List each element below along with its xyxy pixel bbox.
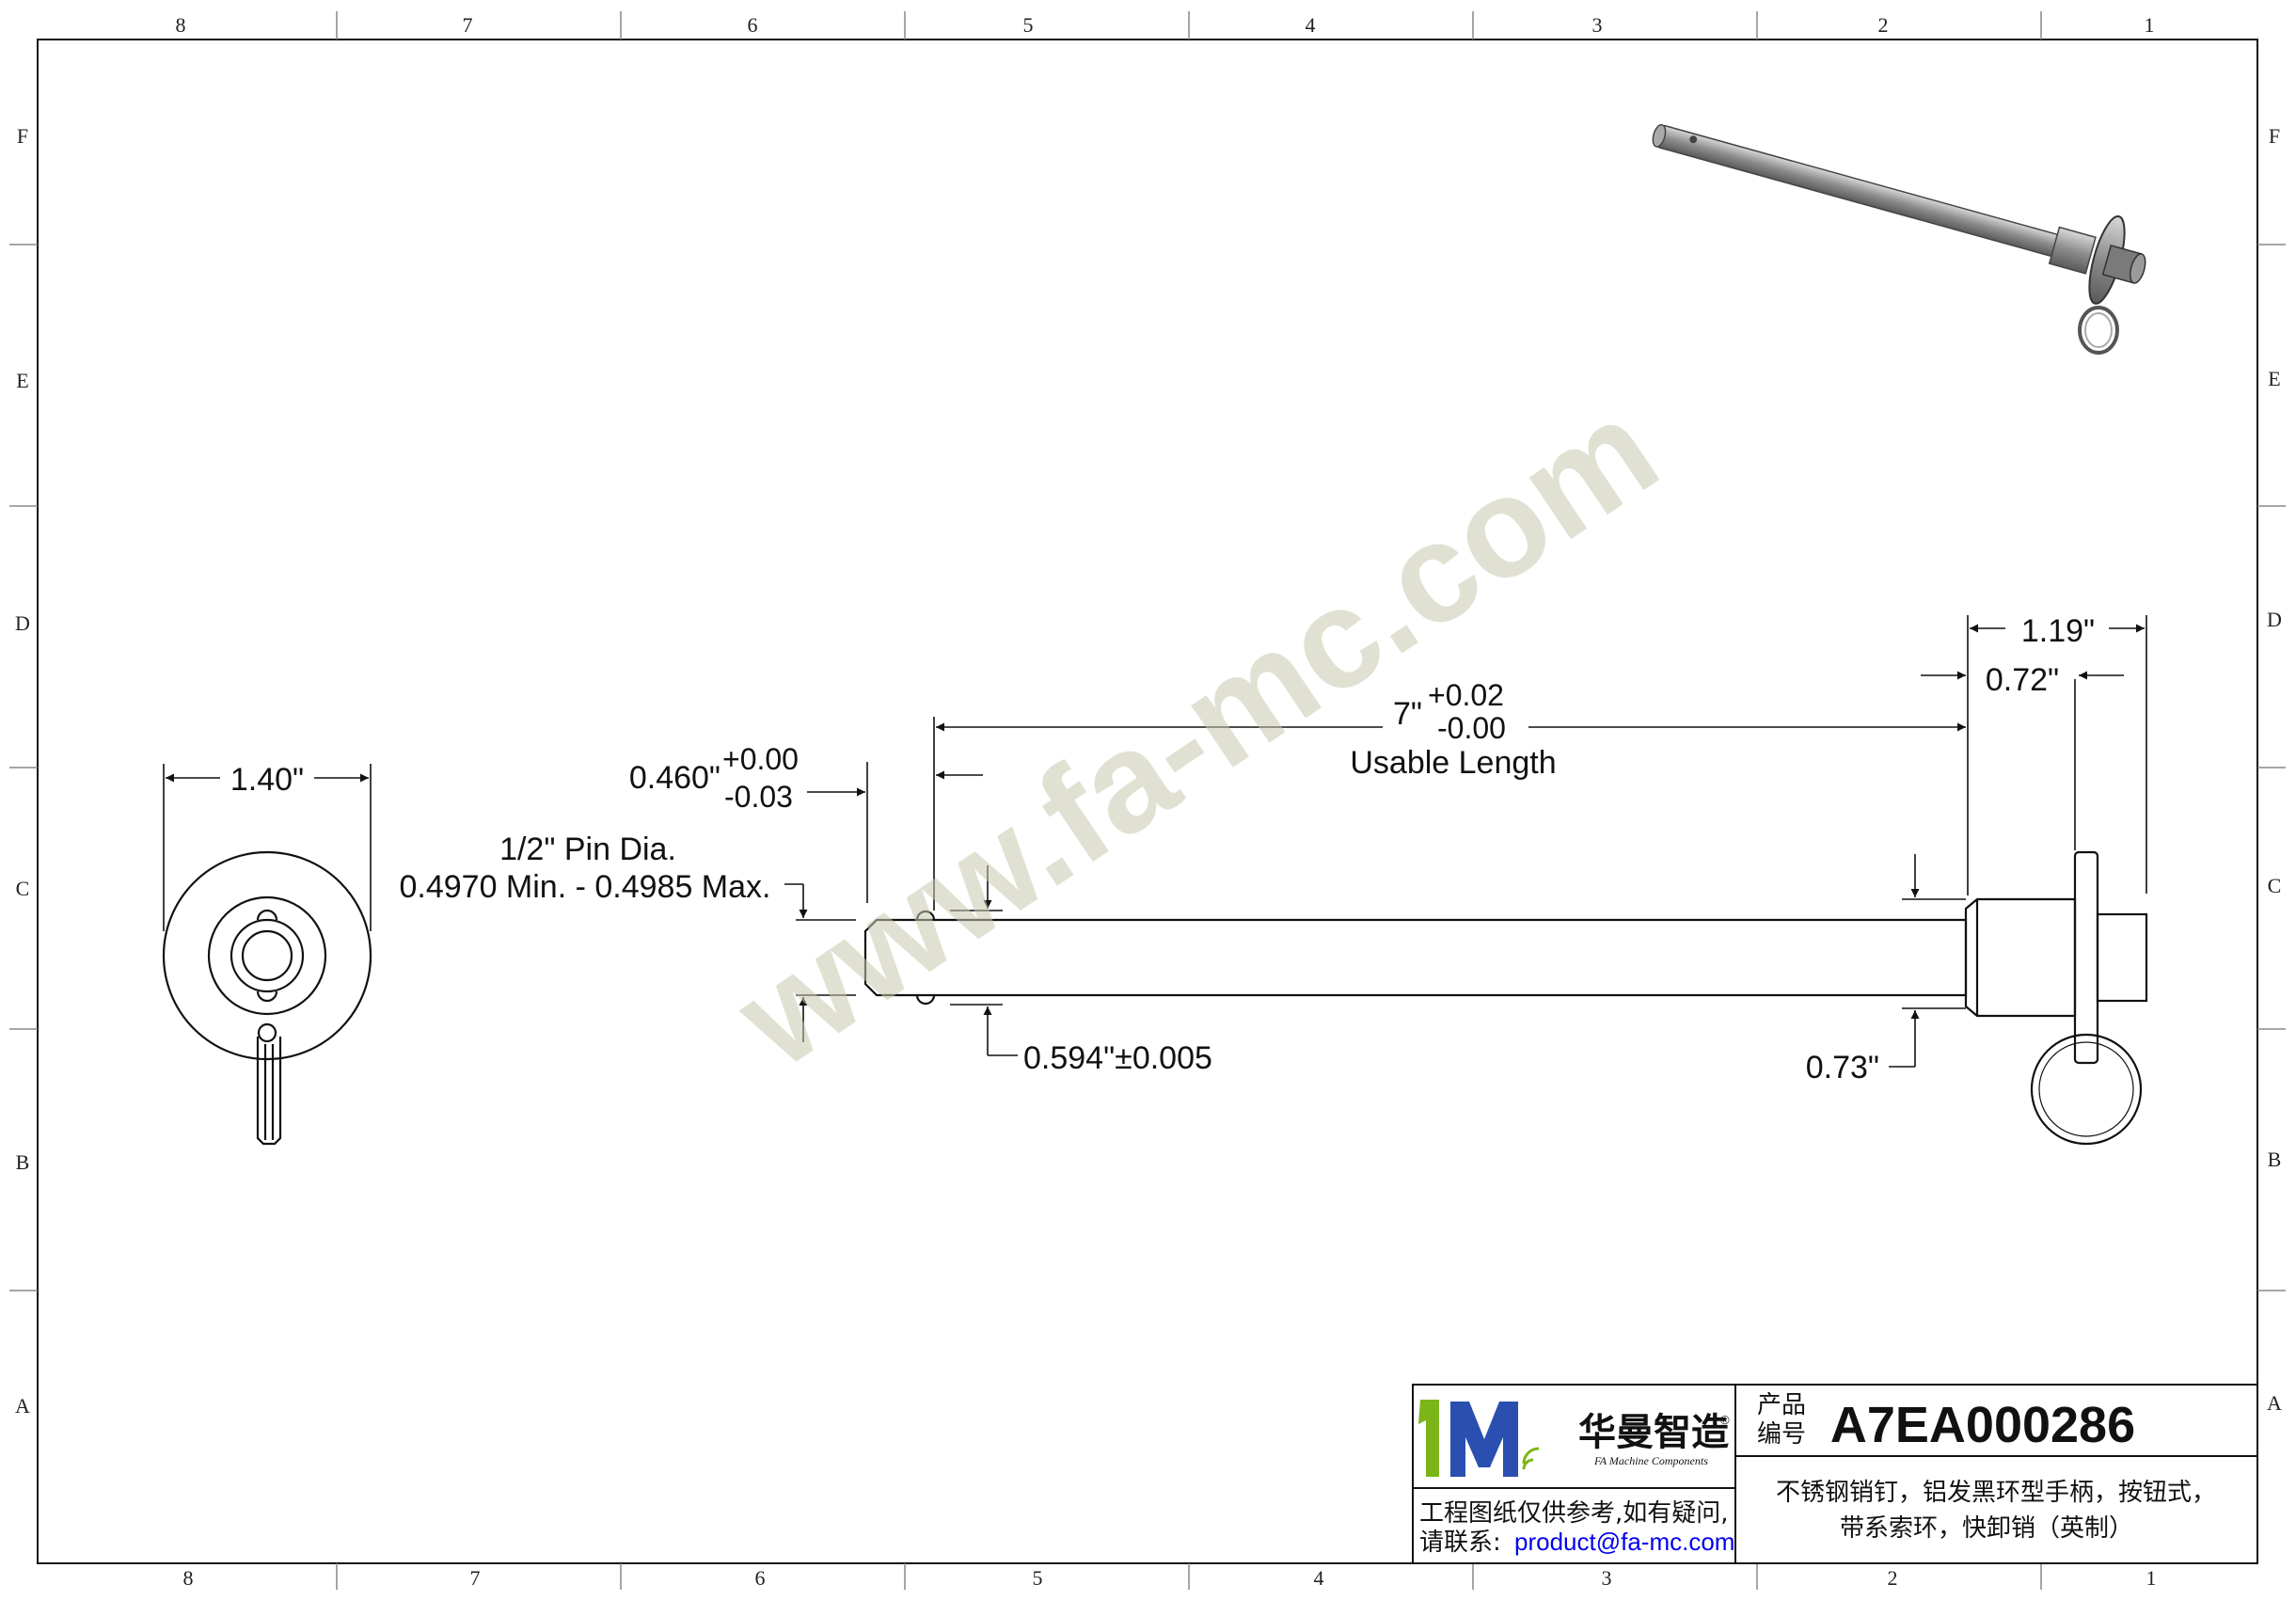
zone-bottom-8: 8 xyxy=(183,1566,194,1590)
zone-left-C: C xyxy=(16,877,30,900)
zone-bottom-4: 4 xyxy=(1314,1566,1324,1590)
product-label-2: 编号 xyxy=(1757,1420,1806,1449)
zone-left-A: A xyxy=(15,1394,30,1418)
zone-bottom-5: 5 xyxy=(1033,1566,1043,1590)
pin-ball-top xyxy=(915,910,936,921)
logo-cn-text: 华曼智造 xyxy=(1578,1411,1729,1454)
end-view-flange xyxy=(162,850,372,1061)
zone-top-4: 4 xyxy=(1306,13,1316,37)
reference-note: 工程图纸仅供参考,如有疑问, xyxy=(1419,1499,1729,1528)
zone-right-B: B xyxy=(2268,1148,2282,1171)
dim-usable-length xyxy=(933,717,1966,911)
dim-groove-tol-plus: +0.00 xyxy=(722,742,799,776)
drawing-frame xyxy=(37,39,2258,1564)
zone-right-F: F xyxy=(2269,124,2280,148)
dim-usable-length-label: 7" xyxy=(1393,696,1422,732)
dim-pin-dia-title: 1/2" Pin Dia. xyxy=(499,832,676,867)
zone-labels: 8 7 6 5 4 3 2 1 8 7 6 5 4 3 2 1 F E D C … xyxy=(15,13,2282,1590)
dim-ball-label: 0.594"±0.005 xyxy=(1023,1040,1212,1076)
dim-handle-offset-label: 0.72" xyxy=(1986,662,2059,698)
dim-flange-dia xyxy=(163,764,372,931)
pin-handle-flange xyxy=(2073,850,2099,1065)
title-block xyxy=(1412,1384,2258,1564)
pin-button xyxy=(2096,912,2148,1003)
zone-bottom-2: 2 xyxy=(1888,1566,1898,1590)
description-line-2: 带系索环，快卸销（英制） xyxy=(1840,1514,2133,1543)
zone-top-7: 7 xyxy=(463,13,473,37)
dim-flange-dia-label: 1.40" xyxy=(230,762,304,798)
zone-top-8: 8 xyxy=(176,13,186,37)
description-line-1: 不锈钢销钉，铝发黑环型手柄，按钮式， xyxy=(1776,1479,2216,1507)
logo-en-text: FA Machine Components xyxy=(1593,1454,1708,1467)
pin-lanyard-ring xyxy=(2030,1033,2143,1146)
zone-top-3: 3 xyxy=(1592,13,1603,37)
side-view-pin xyxy=(863,850,2148,1146)
zone-left-B: B xyxy=(16,1150,30,1174)
zone-bottom-1: 1 xyxy=(2146,1566,2157,1590)
zone-top-5: 5 xyxy=(1023,13,1034,37)
end-view-button xyxy=(241,929,293,982)
pin-ball-bottom xyxy=(915,994,936,1006)
end-view-lanyard-ring xyxy=(256,1037,282,1146)
logo-registered: ® xyxy=(1720,1413,1730,1427)
dim-groove-label: 0.460" xyxy=(629,760,720,796)
dim-usable-tol-plus: +0.02 xyxy=(1428,678,1504,712)
pin-collar xyxy=(1964,897,2077,1018)
end-view-notch-top xyxy=(256,909,278,921)
watermark: www.fa-mc.com xyxy=(708,369,1684,1098)
dim-pin-dia xyxy=(784,883,856,1042)
product-code: A7EA000286 xyxy=(1830,1397,2135,1453)
dim-usable-caption: Usable Length xyxy=(1350,745,1556,781)
zone-right-E: E xyxy=(2268,367,2280,390)
end-view-hub xyxy=(207,895,327,1016)
dim-collar-label: 0.73" xyxy=(1806,1050,1879,1085)
zone-top-2: 2 xyxy=(1878,13,1889,37)
contact-email-link[interactable]: product@fa-mc.com xyxy=(1514,1528,1734,1556)
isometric-pin-render xyxy=(1652,123,2146,355)
zone-ticks xyxy=(9,11,2286,1590)
end-view-notch-bottom xyxy=(256,990,278,1003)
zone-bottom-3: 3 xyxy=(1602,1566,1612,1590)
end-view-hub-inner xyxy=(230,918,305,993)
dim-groove xyxy=(807,762,868,903)
dim-ball xyxy=(950,865,1018,1056)
dim-pin-dia-range: 0.4970 Min. - 0.4985 Max. xyxy=(399,869,770,905)
dim-handle-length-label: 1.19" xyxy=(2021,613,2095,649)
company-logo: 华曼智造 FA Machine Components ® xyxy=(1418,1400,1730,1477)
dim-handle xyxy=(1921,615,2147,895)
zone-left-E: E xyxy=(16,369,28,392)
zone-bottom-6: 6 xyxy=(755,1566,766,1590)
zone-right-C: C xyxy=(2268,874,2282,897)
end-view-eyelet xyxy=(257,1022,277,1043)
dim-collar xyxy=(1889,854,1966,1068)
dim-usable-tol-minus: -0.00 xyxy=(1437,711,1506,745)
zone-top-1: 1 xyxy=(2145,13,2155,37)
zone-top-6: 6 xyxy=(748,13,758,37)
zone-right-D: D xyxy=(2267,608,2282,631)
contact-label: 请联系: xyxy=(1419,1529,1501,1557)
zone-left-F: F xyxy=(17,124,28,148)
end-view xyxy=(162,850,372,1146)
dim-groove-tol-minus: -0.03 xyxy=(724,780,793,814)
zone-left-D: D xyxy=(15,611,30,635)
product-label-1: 产品 xyxy=(1757,1391,1806,1419)
zone-bottom-7: 7 xyxy=(470,1566,481,1590)
zone-right-A: A xyxy=(2267,1391,2282,1415)
